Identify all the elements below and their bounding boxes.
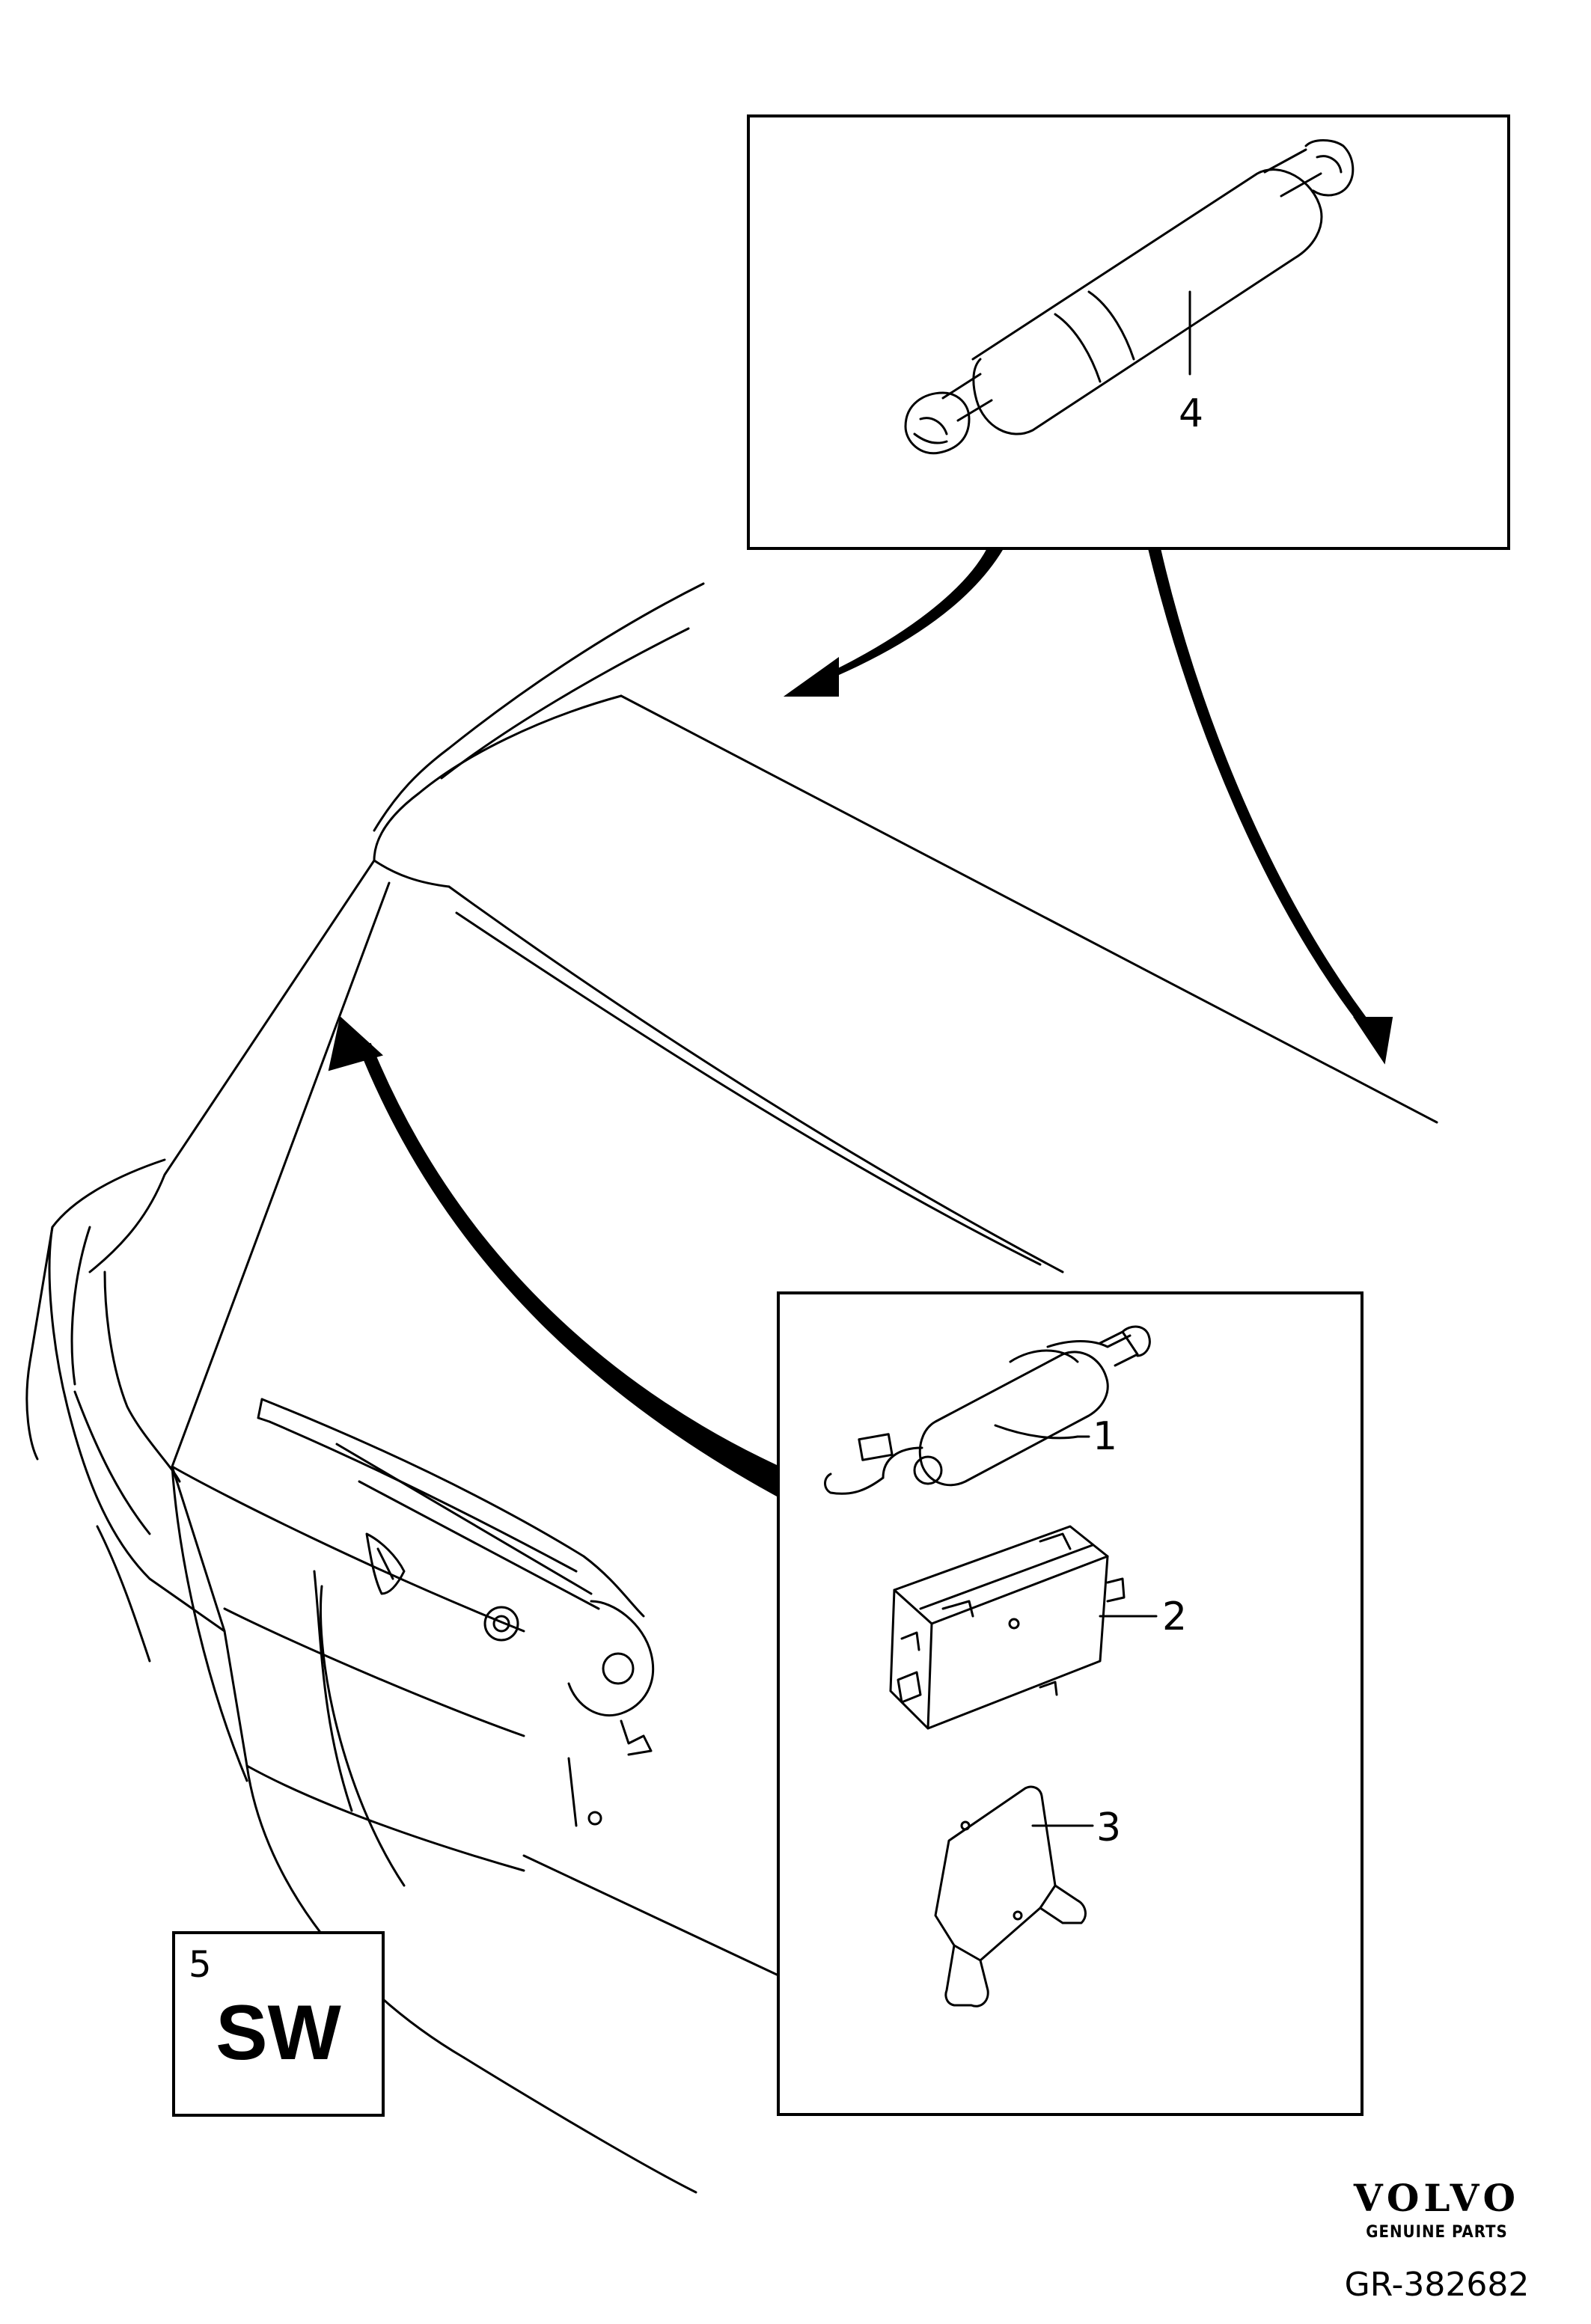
badge-text: SW (216, 1990, 341, 2076)
brand-subtitle: GENUINE PARTS (1366, 2223, 1508, 2242)
callout-2: 2 (1162, 1594, 1187, 1639)
inset-box-bottom (777, 1291, 1364, 2116)
brand-block: VOLVO GENUINE PARTS GR-382682 (1345, 2176, 1530, 2304)
drive-unit-1-drawing (824, 1325, 1151, 1495)
badge-box (172, 1931, 385, 2117)
arrow-to-spoiler (822, 548, 1004, 682)
badge-number: 5 (189, 1944, 212, 1986)
brand-logo-text: VOLVO (1353, 2176, 1520, 2220)
drawing-reference: GR-382682 (1345, 2266, 1530, 2304)
callout-1: 1 (1093, 1414, 1117, 1459)
body-style-badge: 5 SW (172, 1931, 385, 2117)
power-tailgate-inset: 1 2 3 (777, 1291, 1364, 2116)
inset-box-top (747, 114, 1510, 550)
arrow-to-tailgate (358, 1042, 779, 1498)
arrow-to-strut-mount (1147, 548, 1378, 1038)
gas-strut-inset: 4 (747, 114, 1510, 550)
gas-strut-4-drawing (904, 139, 1355, 455)
callout-4: 4 (1179, 391, 1203, 436)
pointer-arrows (328, 548, 1393, 1498)
car-rear-illustration (25, 582, 1438, 2194)
callout-3: 3 (1096, 1805, 1121, 1850)
control-module-2-drawing (889, 1525, 1158, 1730)
bracket-3-drawing (934, 1785, 1094, 2007)
